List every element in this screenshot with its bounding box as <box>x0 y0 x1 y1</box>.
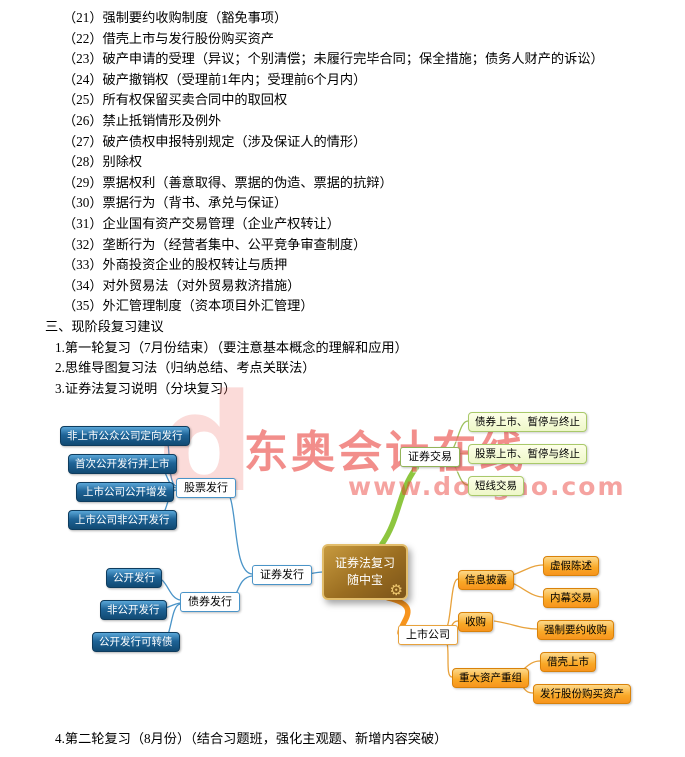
node-stock-child: 非上市公众公司定向发行 <box>60 426 190 446</box>
node-securities-trading: 证券交易 <box>400 447 460 467</box>
doc-line: （26）禁止抵销情形及例外 <box>63 112 222 128</box>
node-stock-child: 上市公司非公开发行 <box>68 510 177 530</box>
node-listed-company: 上市公司 <box>398 625 458 645</box>
topic-list: （21）强制要约收购制度（豁免事项） （22）借壳上市与发行股份购买资产 （23… <box>0 8 685 399</box>
doc-line: （28）别除权 <box>63 154 143 170</box>
doc-line: （33）外商投资企业的股权转让与质押 <box>63 257 288 273</box>
section-heading: 三、现阶段复习建议 <box>45 318 164 334</box>
node-bond-issuance: 债券发行 <box>180 592 240 612</box>
doc-line: （30）票据行为（背书、承兑与保证） <box>63 195 288 211</box>
securities-law-mindmap: d 东奥会计在线 www.dongao.com 证券法复习 随中宝 ⚙ 证券发行… <box>0 376 685 724</box>
doc-note: 2.思维导图复习法（归纳总结、考点关联法） <box>55 360 316 376</box>
doc-line: （32）垄断行为（经营者集中、公平竞争审查制度） <box>63 236 367 252</box>
node-listed-leaf: 虚假陈述 <box>543 556 599 576</box>
node-listed-group: 信息披露 <box>458 570 514 590</box>
node-stock-child: 首次公开发行并上市 <box>68 454 177 474</box>
doc-line: （25）所有权保留买卖合同中的取回权 <box>63 92 288 108</box>
node-listed-leaf: 强制要约收购 <box>537 620 614 640</box>
doc-line: （27）破产债权申报特别规定（涉及保证人的情形） <box>63 133 367 149</box>
doc-line: （22）借壳上市与发行股份购买资产 <box>63 30 274 46</box>
node-stock-issuance: 股票发行 <box>176 478 236 498</box>
node-listed-leaf: 借壳上市 <box>540 652 596 672</box>
center-title-line2: 随中宝 <box>346 573 383 587</box>
doc-line: （31）企业国有资产交易管理（企业产权转让） <box>63 215 340 231</box>
node-listed-group: 收购 <box>458 612 493 632</box>
node-securities-issuance: 证券发行 <box>252 565 312 585</box>
doc-line: （35）外汇管理制度（资本项目外汇管理） <box>63 298 314 314</box>
node-listed-group: 重大资产重组 <box>452 668 529 688</box>
center-title-line1: 证券法复习 <box>334 556 395 570</box>
node-bond-child: 公开发行 <box>106 568 162 588</box>
doc-line: （23）破产申请的受理（异议；个别清偿；未履行完毕合同；保全措施；债务人财产的诉… <box>63 51 604 67</box>
node-listed-leaf: 发行股份购买资产 <box>533 684 631 704</box>
doc-note-4: 4.第二轮复习（8月份）（结合习题班，强化主观题、新增内容突破） <box>55 731 448 746</box>
doc-line: （24）破产撤销权（受理前1年内；受理前6个月内） <box>63 71 367 87</box>
doc-line: （29）票据权利（善意取得、票据的伪造、票据的抗辩） <box>63 174 393 190</box>
gear-icon: ⚙ <box>389 582 403 599</box>
doc-note: 3.证券法复习说明（分块复习） <box>55 380 237 396</box>
node-bond-child: 公开发行可转债 <box>92 632 180 652</box>
node-trading-child: 债券上市、暂停与终止 <box>468 412 587 432</box>
node-bond-child: 非公开发行 <box>100 600 167 620</box>
mindmap-center-node: 证券法复习 随中宝 ⚙ <box>322 544 408 600</box>
doc-line: （21）强制要约收购制度（豁免事项） <box>63 10 288 25</box>
node-trading-child: 短线交易 <box>468 476 524 496</box>
node-stock-child: 上市公司公开增发 <box>76 482 174 502</box>
node-trading-child: 股票上市、暂停与终止 <box>468 444 587 464</box>
doc-note: 1.第一轮复习（7月份结束）（要注意基本概念的理解和应用） <box>55 339 408 355</box>
node-listed-leaf: 内幕交易 <box>543 588 599 608</box>
doc-line: （34）对外贸易法（对外贸易救济措施） <box>63 277 301 293</box>
